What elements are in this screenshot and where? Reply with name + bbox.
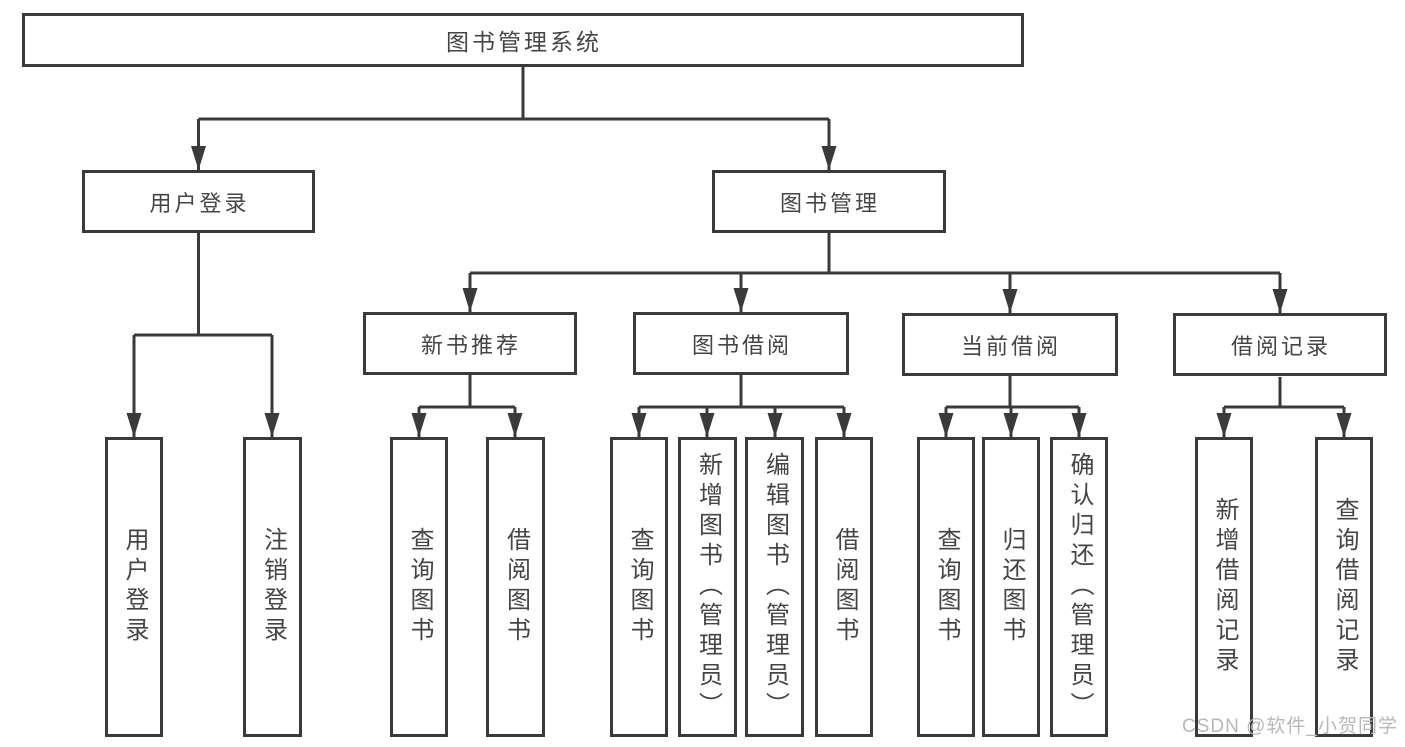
leaf-query-books-3: 查询图书 (917, 437, 975, 737)
leaf-query-books-1-label: 查询图书 (406, 527, 433, 647)
leaf-logout-label: 注销登录 (259, 527, 287, 647)
connector-user-login-trunk (134, 233, 272, 337)
leaf-edit-book-admin-label: 编辑图书（管理员） (761, 452, 789, 722)
leaf-query-borrow-record-label: 查询借阅记录 (1331, 497, 1358, 677)
leaf-borrow-books-1-label: 借阅图书 (502, 527, 530, 647)
leaf-user-login-label: 用户登录 (121, 527, 148, 647)
node-current-borrow: 当前借阅 (902, 313, 1118, 376)
leaf-borrow-books-1: 借阅图书 (486, 437, 545, 737)
leaf-add-book-admin-label: 新增图书（管理员） (694, 452, 722, 722)
node-new-book-recommend-label: 新书推荐 (420, 332, 521, 358)
leaf-confirm-return-admin-label: 确认归还（管理员） (1066, 452, 1093, 722)
connector-book-management-trunk (470, 233, 1280, 275)
leaf-query-books-3-label: 查询图书 (933, 527, 960, 647)
node-user-login: 用户登录 (82, 170, 315, 233)
leaf-borrow-books-2-label: 借阅图书 (831, 527, 858, 647)
node-book-borrow-label: 图书借阅 (691, 332, 792, 358)
connector-root-trunk (198, 67, 829, 121)
node-root-label: 图书管理系统 (446, 29, 602, 55)
connector-current-borrow-trunk (946, 376, 1079, 409)
node-book-management: 图书管理 (712, 170, 946, 233)
connector-new-book-recommend-trunk (419, 375, 515, 409)
node-user-login-label: 用户登录 (149, 190, 250, 216)
leaf-query-books-1: 查询图书 (390, 437, 448, 737)
node-current-borrow-label: 当前借阅 (960, 333, 1061, 359)
node-borrow-records-label: 借阅记录 (1230, 333, 1331, 359)
node-new-book-recommend: 新书推荐 (363, 312, 577, 375)
node-root: 图书管理系统 (22, 13, 1024, 67)
leaf-confirm-return-admin: 确认归还（管理员） (1050, 437, 1108, 737)
connector-borrow-records-trunk (1224, 377, 1344, 409)
leaf-return-books-label: 归还图书 (998, 527, 1025, 647)
leaf-logout: 注销登录 (243, 437, 302, 737)
leaf-add-borrow-record-label: 新增借阅记录 (1211, 497, 1238, 677)
connector-book-borrow-trunk (639, 375, 844, 409)
leaf-return-books: 归还图书 (982, 437, 1040, 737)
leaf-query-books-2-label: 查询图书 (626, 527, 653, 647)
leaf-user-login: 用户登录 (105, 437, 163, 737)
leaf-edit-book-admin: 编辑图书（管理员） (745, 437, 804, 737)
csdn-watermark: CSDN @软件_小贺同学 (1182, 716, 1398, 737)
leaf-query-borrow-record: 查询借阅记录 (1315, 437, 1373, 737)
node-book-borrow: 图书借阅 (633, 312, 849, 375)
node-borrow-records: 借阅记录 (1173, 313, 1387, 376)
leaf-borrow-books-2: 借阅图书 (815, 437, 873, 737)
leaf-add-borrow-record: 新增借阅记录 (1195, 437, 1253, 737)
node-book-management-label: 图书管理 (779, 190, 880, 216)
leaf-query-books-2: 查询图书 (610, 437, 668, 737)
leaf-add-book-admin: 新增图书（管理员） (678, 437, 737, 737)
